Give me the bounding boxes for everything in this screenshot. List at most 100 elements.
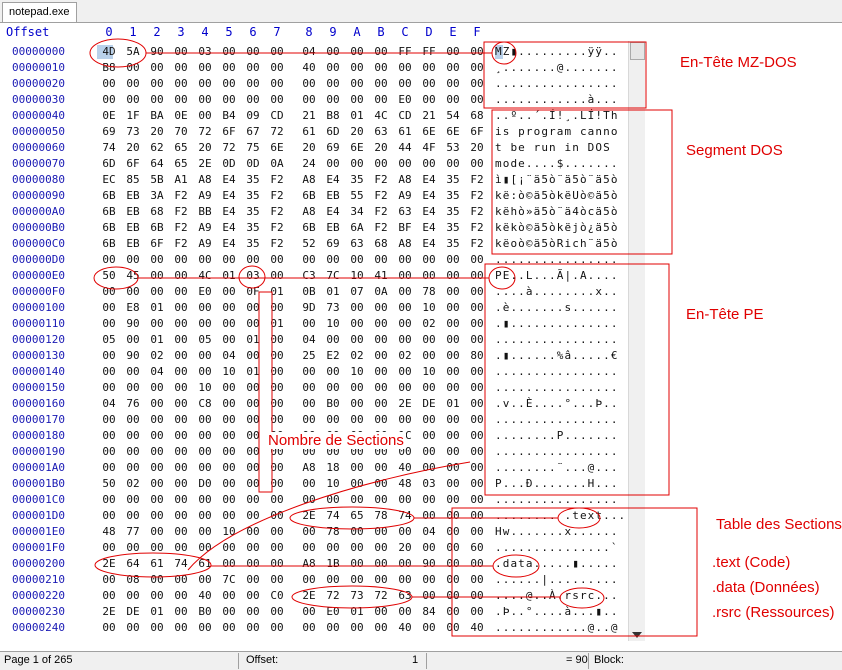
hex-byte[interactable]: A9 (198, 189, 212, 202)
hex-byte[interactable]: 00 (350, 301, 364, 314)
hex-byte[interactable]: A9 (398, 189, 412, 202)
hex-byte[interactable]: 65 (350, 509, 364, 522)
hex-byte[interactable]: 04 (222, 349, 236, 362)
hex-byte[interactable]: F2 (174, 189, 188, 202)
hex-byte[interactable]: 64 (126, 557, 140, 570)
hex-byte[interactable]: 35 (246, 221, 260, 234)
hex-byte[interactable]: 00 (422, 493, 436, 506)
hex-byte[interactable]: 00 (222, 333, 236, 346)
hex-byte[interactable]: 00 (126, 333, 140, 346)
hex-byte[interactable]: 00 (246, 349, 260, 362)
hex-byte[interactable]: 00 (222, 509, 236, 522)
hex-byte[interactable]: B8 (102, 61, 116, 74)
hex-byte[interactable]: 10 (350, 365, 364, 378)
hex-byte[interactable]: 00 (470, 397, 484, 410)
hex-byte[interactable]: 00 (198, 493, 212, 506)
hex-byte[interactable]: 00 (198, 61, 212, 74)
hex-byte[interactable]: 0E (174, 109, 188, 122)
hex-byte[interactable]: 00 (470, 269, 484, 282)
ascii-text[interactable]: ....à........x.. (495, 285, 619, 298)
hex-byte[interactable]: B0 (198, 605, 212, 618)
hex-byte[interactable]: 85 (126, 173, 140, 186)
hex-byte[interactable]: E4 (222, 237, 236, 250)
hex-byte[interactable]: 00 (398, 525, 412, 538)
hex-byte[interactable]: 01 (446, 397, 460, 410)
hex-byte[interactable]: 00 (350, 77, 364, 90)
hex-byte[interactable]: 00 (470, 61, 484, 74)
hex-byte[interactable]: 00 (422, 349, 436, 362)
hex-byte[interactable]: 00 (198, 109, 212, 122)
hex-byte[interactable]: 00 (302, 317, 316, 330)
hex-byte[interactable]: 00 (398, 557, 412, 570)
hex-byte[interactable]: 6F (150, 237, 164, 250)
hex-byte[interactable]: E4 (422, 189, 436, 202)
hex-byte[interactable]: 00 (374, 301, 388, 314)
hex-byte[interactable]: C8 (198, 397, 212, 410)
hex-byte[interactable]: 0B (302, 285, 316, 298)
hex-byte[interactable]: 00 (222, 413, 236, 426)
hex-byte[interactable]: 00 (270, 253, 284, 266)
hex-byte[interactable]: E4 (422, 237, 436, 250)
hex-byte[interactable]: 00 (350, 317, 364, 330)
hex-byte[interactable]: 00 (350, 61, 364, 74)
hex-byte[interactable]: 00 (470, 557, 484, 570)
hex-byte[interactable]: 00 (374, 317, 388, 330)
hex-byte[interactable]: E4 (222, 173, 236, 186)
hex-byte[interactable]: 00 (102, 589, 116, 602)
hex-byte[interactable]: 63 (374, 125, 388, 138)
hex-byte[interactable]: 00 (246, 557, 260, 570)
hex-byte[interactable]: 00 (270, 573, 284, 586)
hex-byte[interactable]: 00 (446, 413, 460, 426)
hex-byte[interactable]: 00 (198, 509, 212, 522)
hex-byte[interactable]: 01 (350, 109, 364, 122)
hex-byte[interactable]: 00 (446, 605, 460, 618)
hex-byte[interactable]: 00 (398, 413, 412, 426)
hex-byte[interactable]: E0 (398, 93, 412, 106)
hex-byte[interactable]: E4 (422, 221, 436, 234)
hex-byte[interactable]: 00 (198, 301, 212, 314)
ascii-text[interactable]: ................ (495, 253, 619, 266)
hex-byte[interactable]: 00 (150, 589, 164, 602)
hex-byte[interactable]: 63 (350, 237, 364, 250)
hex-byte[interactable]: 00 (150, 509, 164, 522)
hex-byte[interactable]: 00 (270, 525, 284, 538)
hex-byte[interactable]: 00 (102, 253, 116, 266)
hex-byte[interactable]: 6F (470, 125, 484, 138)
hex-byte[interactable]: A8 (302, 461, 316, 474)
hex-byte[interactable]: E4 (222, 221, 236, 234)
hex-byte[interactable]: 4F (422, 141, 436, 154)
hex-byte[interactable]: F2 (470, 237, 484, 250)
ascii-text[interactable]: ì▮[¡¨ä5ò¨ä5ò¨ä5ò (495, 173, 619, 186)
hex-byte[interactable]: 00 (470, 461, 484, 474)
ascii-text[interactable]: ................ (495, 77, 619, 90)
hex-byte[interactable]: 00 (470, 77, 484, 90)
hex-byte[interactable]: 00 (198, 429, 212, 442)
hex-byte[interactable]: 00 (246, 429, 260, 442)
hex-byte[interactable]: 0D (246, 157, 260, 170)
hex-byte[interactable]: 00 (470, 493, 484, 506)
hex-byte[interactable]: 6B (150, 221, 164, 234)
hex-byte[interactable]: 00 (150, 285, 164, 298)
hex-byte[interactable]: 00 (174, 413, 188, 426)
hex-byte[interactable]: 10 (422, 365, 436, 378)
hex-byte[interactable]: 00 (350, 157, 364, 170)
hex-byte[interactable]: 35 (246, 189, 260, 202)
hex-byte[interactable]: 6D (102, 157, 116, 170)
hex-byte[interactable]: 00 (398, 333, 412, 346)
hex-byte[interactable]: 00 (326, 93, 340, 106)
hex-byte[interactable]: 20 (350, 125, 364, 138)
hex-byte[interactable]: 05 (198, 333, 212, 346)
hex-byte[interactable]: 00 (398, 253, 412, 266)
hex-byte[interactable]: 00 (174, 317, 188, 330)
hex-byte[interactable]: EB (126, 237, 140, 250)
hex-byte[interactable]: 00 (422, 589, 436, 602)
hex-byte[interactable]: 00 (326, 45, 340, 58)
hex-byte[interactable]: 00 (102, 445, 116, 458)
hex-byte[interactable]: 00 (150, 621, 164, 634)
